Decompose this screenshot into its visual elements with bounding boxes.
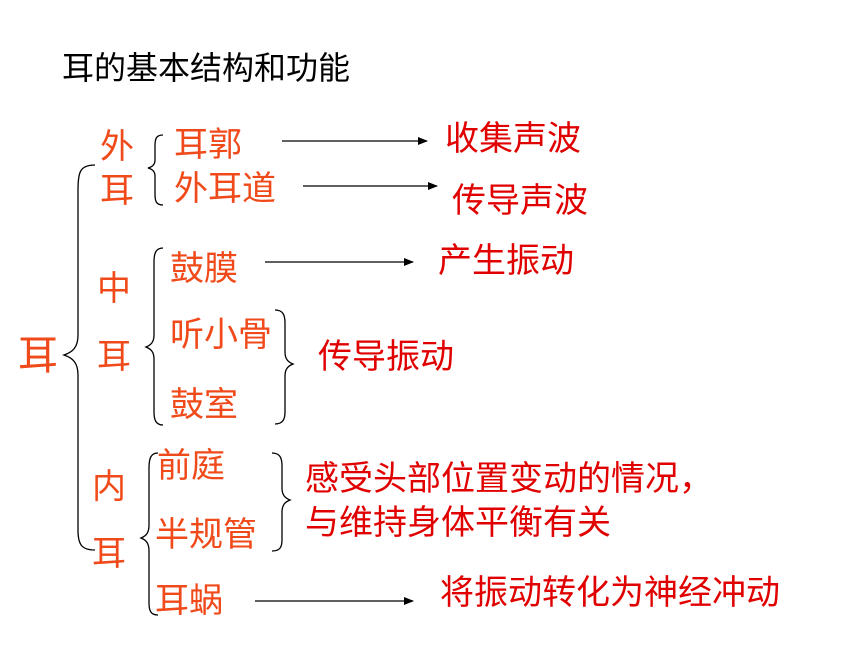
inner-ear-label-1: 内 [92,467,126,507]
part-vestibule: 前庭 [157,446,225,486]
part-ossicles: 听小骨 [170,315,272,355]
middle-ear-label-1: 中 [97,269,131,309]
root-ear-label: 耳 [18,333,58,379]
function-maintain-balance: 与维持身体平衡有关 [305,503,611,543]
diagram-title: 耳的基本结构和功能 [62,49,351,87]
outer-ear-label-2: 耳 [100,171,134,211]
part-cochlea: 耳蜗 [155,581,223,621]
part-semicircular-canals: 半规管 [155,515,257,555]
function-sense-head-position: 感受头部位置变动的情况， [305,459,713,499]
inner-ear-label-2: 耳 [92,534,126,574]
ossicles-cavity-brace [274,309,295,425]
function-convert-to-nerve-impulse: 将振动转化为神经冲动 [440,573,780,613]
part-ear-canal: 外耳道 [174,169,276,209]
part-tympanic-cavity: 鼓室 [170,385,238,425]
function-conduct-sound: 传导声波 [452,181,588,221]
part-auricle: 耳郭 [174,125,242,165]
root-brace [61,164,96,551]
middle-ear-brace [144,247,164,426]
function-conduct-vibration: 传导振动 [318,337,454,377]
vestibule-canals-brace [271,452,292,552]
outer-ear-brace [147,134,164,206]
function-produce-vibration: 产生振动 [438,241,574,281]
part-eardrum: 鼓膜 [170,249,238,289]
middle-ear-label-2: 耳 [97,337,131,377]
inner-ear-brace [139,452,159,616]
function-collect-sound: 收集声波 [445,119,581,159]
outer-ear-label-1: 外 [100,127,134,167]
